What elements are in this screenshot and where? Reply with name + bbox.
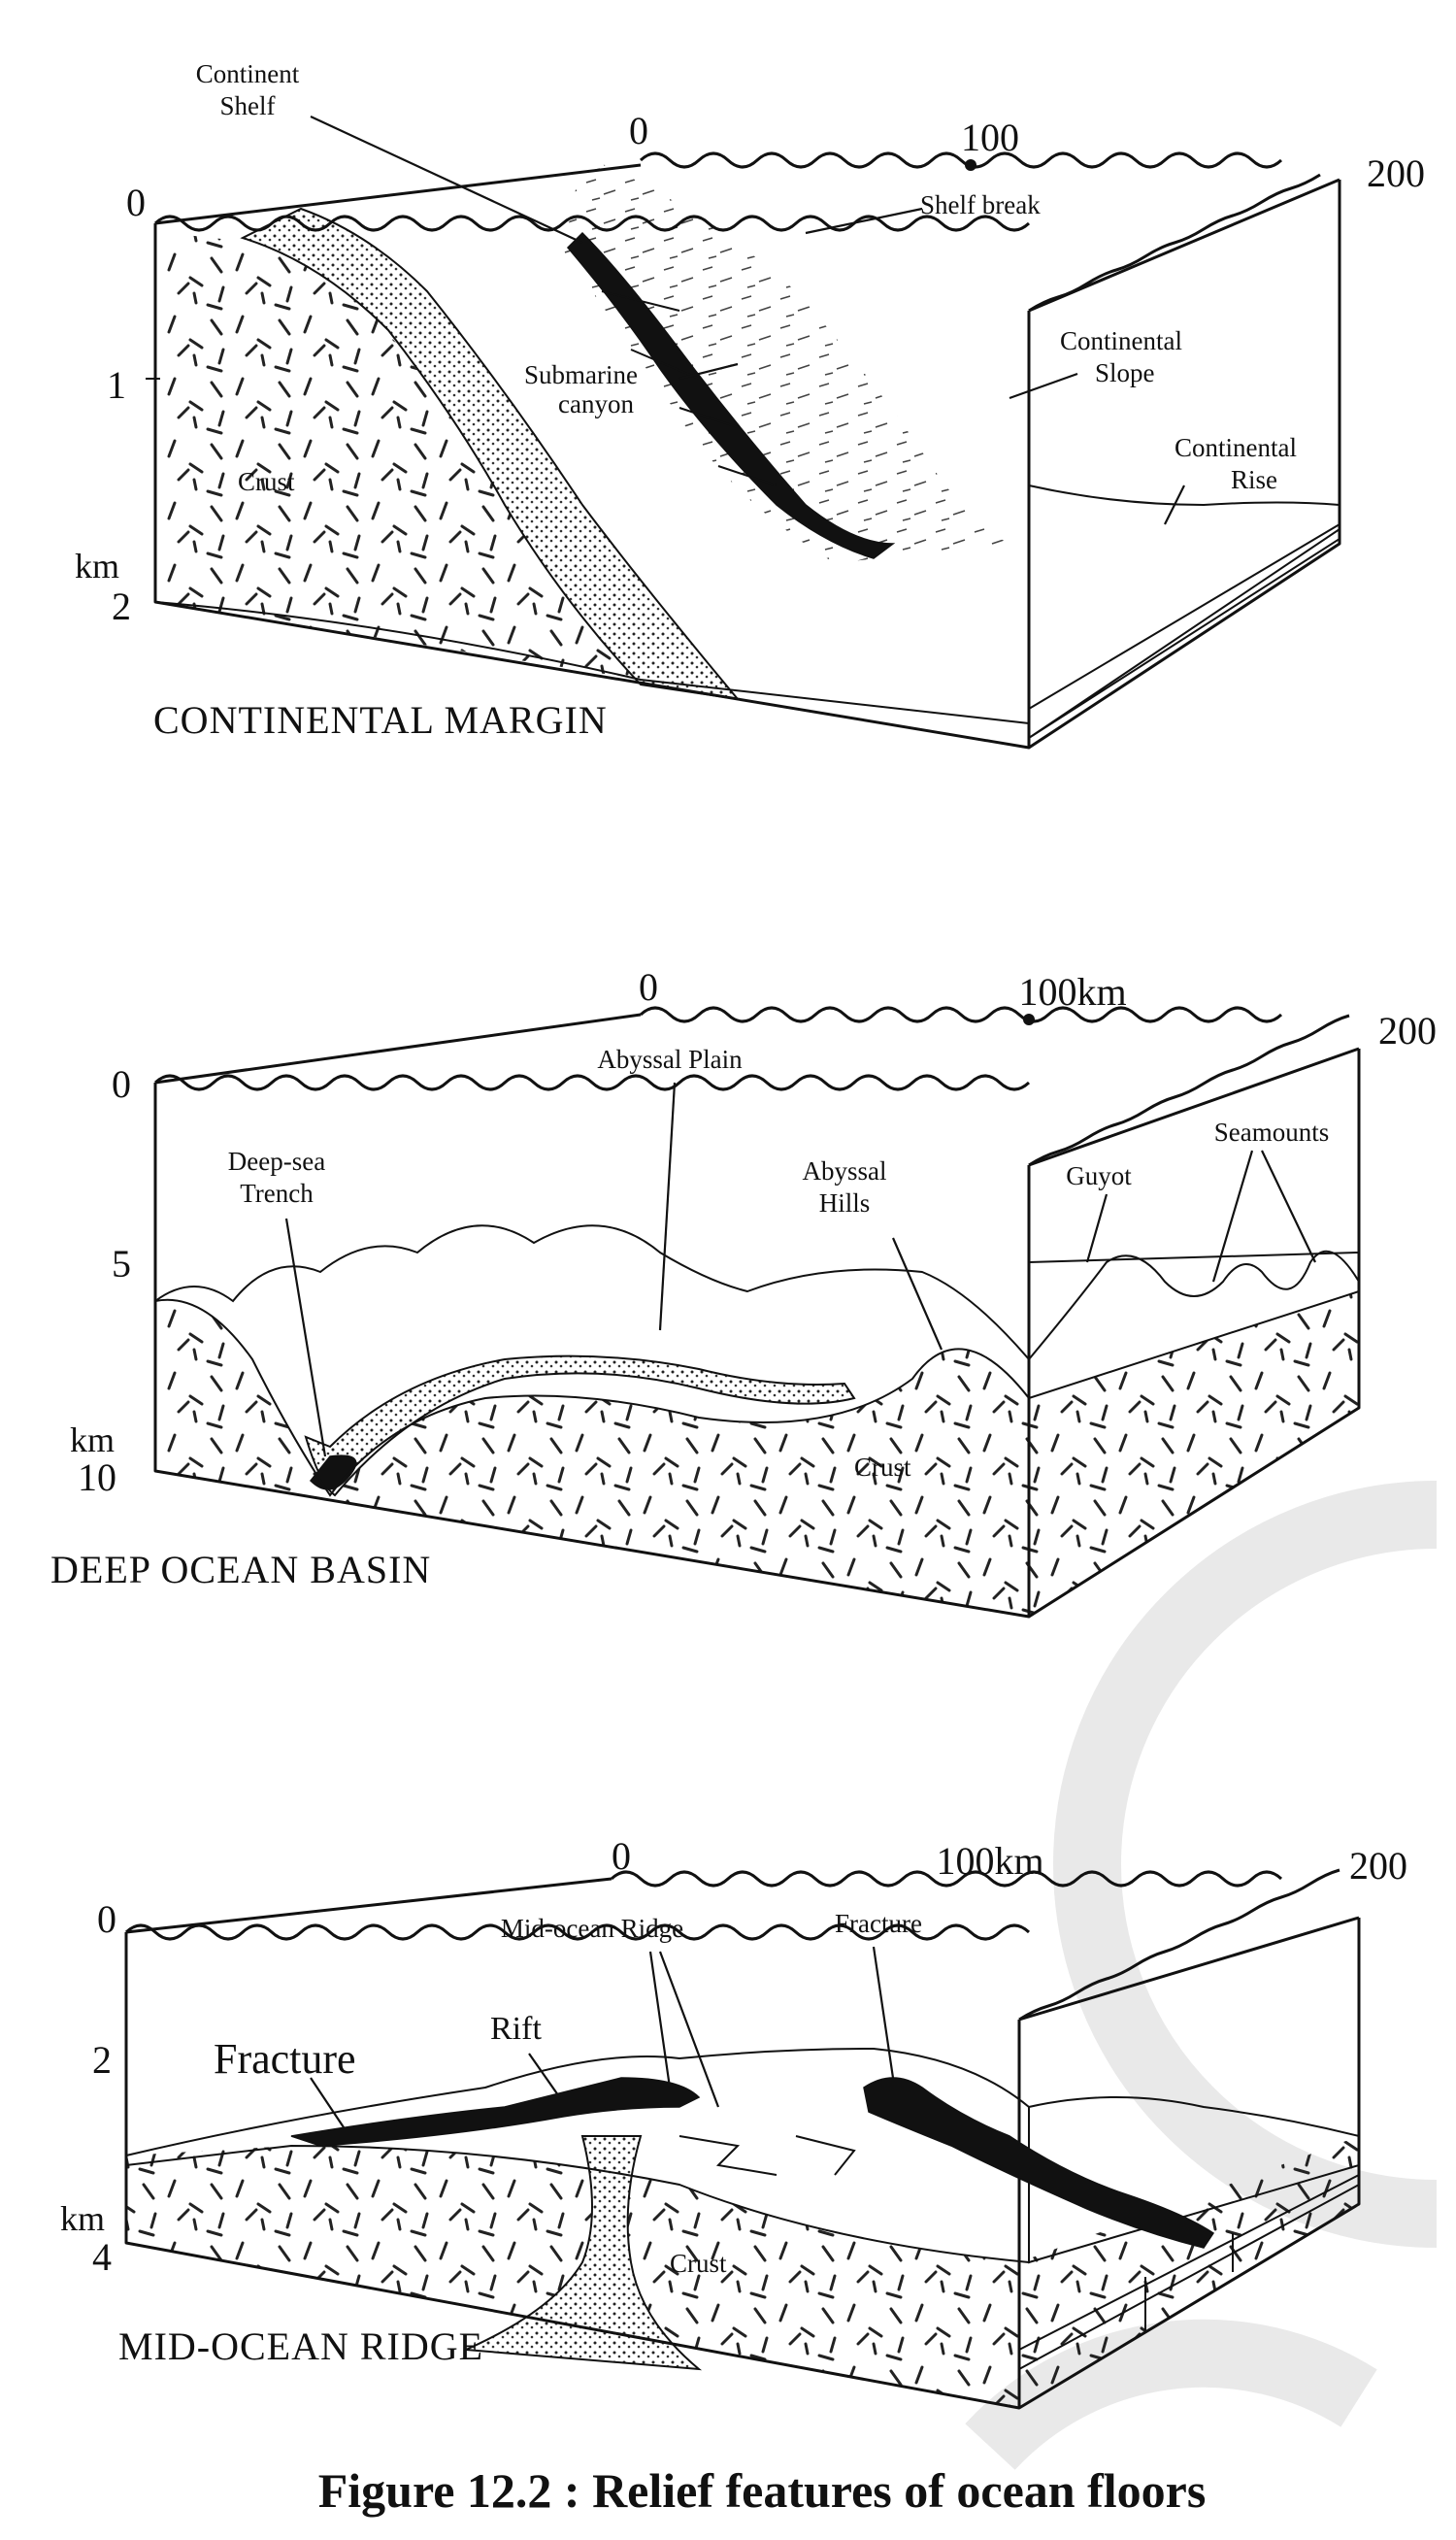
fracture-left (290, 2077, 701, 2147)
section-title: MID-OCEAN RIDGE (118, 2324, 483, 2368)
section-title: DEEP OCEAN BASIN (50, 1548, 431, 1591)
scale-end: 200 (1378, 1009, 1437, 1053)
sea-surface (124, 1923, 1031, 1941)
label-guyot: Guyot (1066, 1161, 1132, 1190)
label-submarine-canyon-line2: canyon (558, 389, 634, 418)
depth-mid: 5 (112, 1242, 131, 1286)
label-continental-slope-line1: Continental (1060, 326, 1182, 355)
depth-mid: 2 (92, 2038, 112, 2082)
label-fracture-left: Fracture (214, 2035, 356, 2083)
label-submarine-canyon-line1: Submarine (524, 360, 638, 389)
continental-slope-surface (563, 155, 1009, 563)
section-title: CONTINENTAL MARGIN (153, 698, 608, 742)
fracture-right (863, 2077, 1215, 2249)
ridge-surface (125, 2047, 1030, 2264)
trench-sediment (304, 1354, 856, 1497)
panel-deep-ocean-basin: Deep-sea Trench Abyssal Plain Abyssal Hi… (50, 965, 1437, 1619)
label-continent-shelf-line2: Shelf (220, 91, 276, 120)
ridge-magma-dike (465, 2135, 703, 2371)
label-crust: Crust (238, 467, 295, 496)
scale-zero: 0 (612, 1834, 631, 1878)
label-crust: Crust (854, 1453, 911, 1482)
label-trench-line2: Trench (240, 1179, 314, 1208)
depth-bottom: 4 (92, 2235, 112, 2279)
depth-unit: km (70, 1420, 115, 1459)
label-abyssal-plain: Abyssal Plain (597, 1045, 743, 1074)
scale-end: 200 (1349, 1844, 1407, 1888)
sea-surface (153, 215, 1031, 232)
label-abyssal-hills-line2: Hills (819, 1188, 871, 1218)
sea-surface (153, 1074, 1031, 1091)
depth-bottom: 10 (78, 1455, 116, 1499)
label-continental-rise-line2: Rise (1231, 465, 1277, 494)
label-continental-slope-line2: Slope (1095, 358, 1155, 387)
depth-mid: 1 (107, 363, 126, 407)
submarine-canyon (566, 231, 896, 559)
scale-end: 200 (1367, 151, 1425, 195)
panel-continental-margin: Continent Shelf Shelf break Submarine ca… (75, 59, 1425, 750)
label-mid-ocean-ridge: Mid-ocean Ridge (501, 1914, 683, 1943)
crust-area (155, 233, 641, 680)
box-outline (124, 1877, 1361, 2410)
depth-top: 0 (97, 1897, 116, 1941)
label-rift: Rift (490, 2011, 542, 2047)
depth-top: 0 (126, 181, 146, 224)
crust-area (126, 2136, 1359, 2408)
scale-mid: 100km (1018, 970, 1126, 1014)
scale-zero: 0 (639, 965, 658, 1009)
figure-caption: Figure 12.2 : Relief features of ocean f… (318, 2463, 1207, 2518)
scale-zero: 0 (629, 109, 648, 152)
box-outline (153, 1013, 1361, 1619)
label-abyssal-hills-line1: Abyssal (803, 1156, 887, 1186)
scale-mid: 100km (936, 1839, 1043, 1883)
label-seamounts: Seamounts (1214, 1118, 1330, 1147)
panel-mid-ocean-ridge: Fracture Rift Mid-ocean Ridge Fracture C… (60, 1834, 1407, 2410)
depth-bottom: 2 (112, 585, 131, 628)
label-continental-rise-line1: Continental (1175, 433, 1297, 462)
seamounts-surface (1028, 1250, 1360, 1400)
label-continent-shelf-line1: Continent (196, 59, 300, 88)
depth-unit: km (75, 547, 119, 585)
label-shelf-break: Shelf break (920, 190, 1041, 219)
label-trench-line1: Deep-sea (228, 1147, 325, 1176)
depth-top: 0 (112, 1062, 131, 1106)
depth-unit: km (60, 2199, 105, 2238)
box-outline (153, 163, 1341, 750)
label-crust: Crust (670, 2249, 727, 2278)
scale-mid: 100 (961, 116, 1019, 159)
label-fracture-right: Fracture (835, 1909, 922, 1938)
abyssal-hills-surface (154, 1224, 1030, 1497)
crust-area (155, 1291, 1359, 1617)
